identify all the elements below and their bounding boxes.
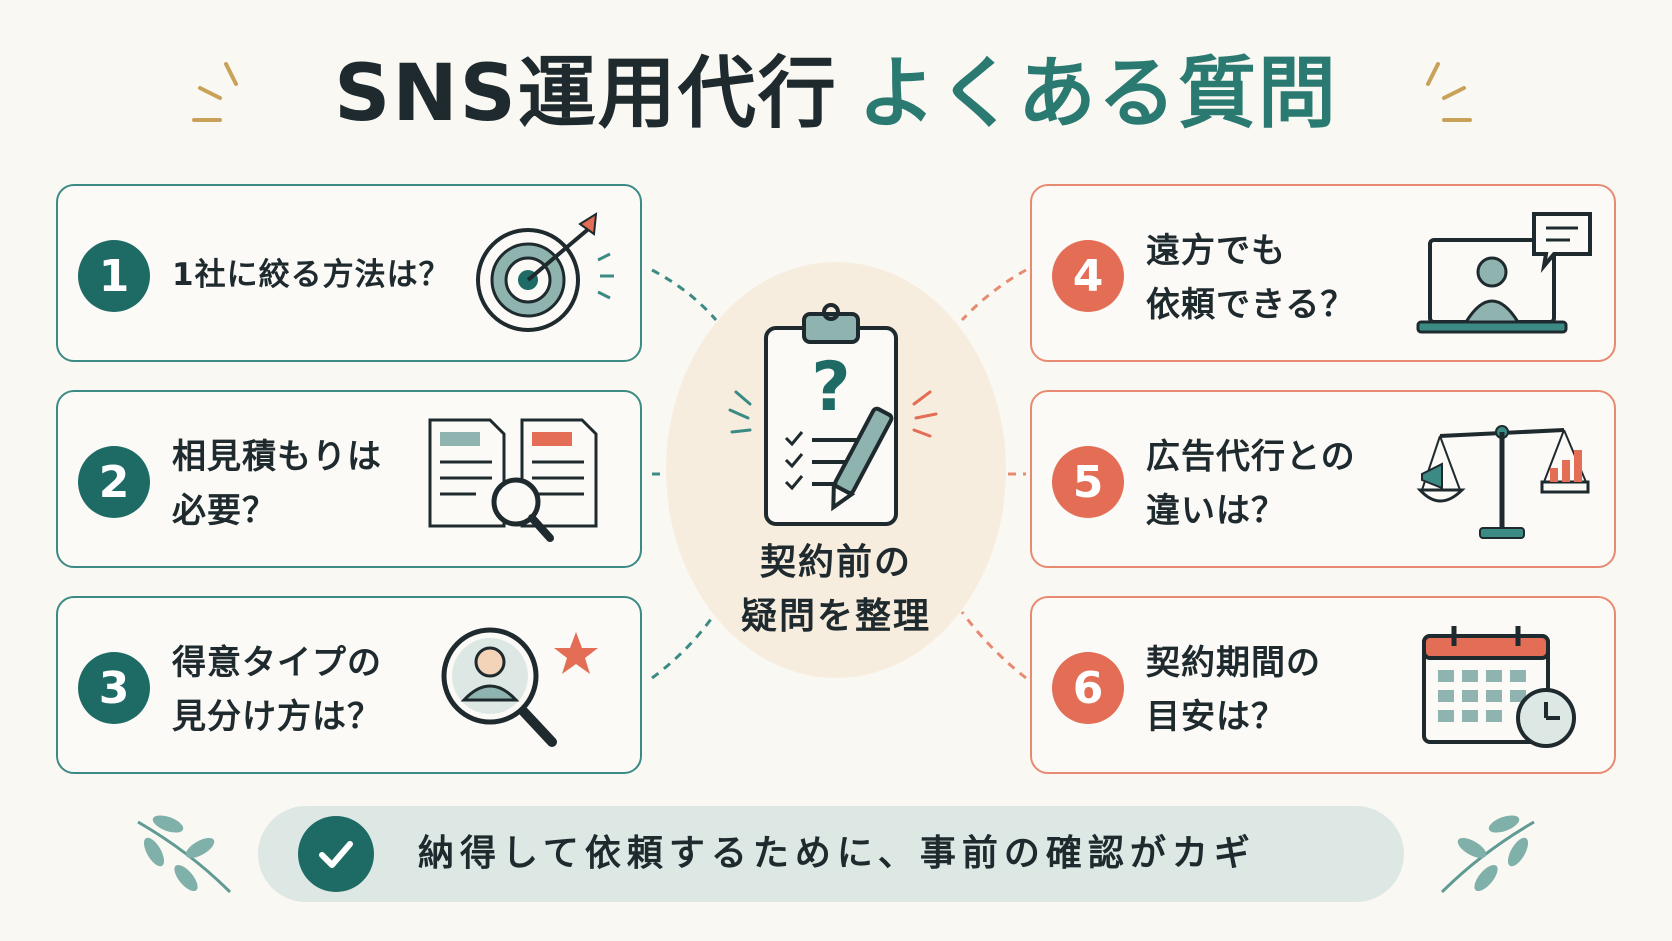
question-text: 遠方でも 依頼できる？ bbox=[1146, 231, 1356, 325]
faq-card-2[interactable]: 2 相見積もりは 必要？ bbox=[56, 390, 642, 568]
faq-card-6[interactable]: 6 契約期間の 目安は？ bbox=[1030, 596, 1616, 774]
number-badge: 1 bbox=[78, 240, 150, 312]
question-text: 契約期間の 目安は？ bbox=[1146, 643, 1321, 737]
footer-text: 納得して依頼するために、事前の確認がカギ bbox=[418, 833, 1256, 874]
number-badge: 5 bbox=[1052, 446, 1124, 518]
footer-banner: 納得して依頼するために、事前の確認がカギ bbox=[258, 806, 1404, 902]
title-part1: SNS運用代行 bbox=[334, 49, 838, 139]
faq-card-3[interactable]: 3 得意タイプの 見分け方は？ bbox=[56, 596, 642, 774]
sparkle-right-icon bbox=[1426, 62, 1472, 122]
center-label: 契約前の 疑問を整理 bbox=[666, 536, 1006, 644]
question-text: 1社に絞る方法は？ bbox=[172, 257, 451, 293]
number-badge: 2 bbox=[78, 446, 150, 518]
faq-card-4[interactable]: 4 遠方でも 依頼できる？ bbox=[1030, 184, 1616, 362]
calendar-clock-icon bbox=[1422, 626, 1576, 748]
faq-card-5[interactable]: 5 広告代行との 違いは？ bbox=[1030, 390, 1616, 568]
faq-card-1[interactable]: 1 1社に絞る方法は？ bbox=[56, 184, 642, 362]
leaf-right-icon bbox=[1440, 815, 1535, 894]
sparkle-left-icon bbox=[192, 62, 238, 122]
number-badge: 4 bbox=[1052, 240, 1124, 312]
svg-text:?: ? bbox=[811, 348, 850, 427]
clipboard-question-icon: ? bbox=[728, 303, 938, 526]
number-badge: 6 bbox=[1052, 652, 1124, 724]
question-text: 広告代行との 違いは？ bbox=[1146, 437, 1356, 531]
profile-search-star-icon bbox=[441, 627, 598, 747]
number-badge: 3 bbox=[78, 652, 150, 724]
center-line2: 疑問を整理 bbox=[740, 596, 931, 637]
documents-magnifier-icon bbox=[428, 418, 598, 542]
leaf-left-icon bbox=[137, 815, 232, 894]
target-icon bbox=[476, 212, 614, 332]
page-title: SNS運用代行よくある質問 bbox=[0, 48, 1672, 142]
check-icon bbox=[298, 816, 374, 892]
question-text: 得意タイプの 見分け方は？ bbox=[172, 643, 382, 737]
question-text: 相見積もりは 必要？ bbox=[172, 437, 382, 531]
balance-scale-icon bbox=[1416, 425, 1590, 539]
title-part2: よくある質問 bbox=[857, 49, 1338, 139]
center-line1: 契約前の bbox=[759, 542, 912, 583]
laptop-chat-icon bbox=[1416, 212, 1592, 334]
